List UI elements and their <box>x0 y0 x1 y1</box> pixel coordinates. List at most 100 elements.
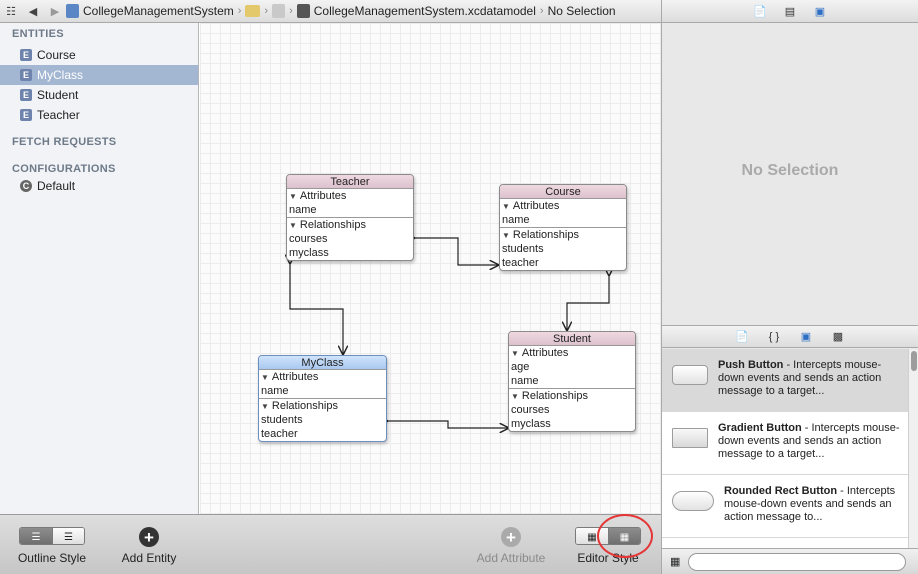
editor-bottom-toolbar: ☰ ☰ Outline Style + Add Entity + Add Att… <box>0 514 661 574</box>
add-attribute-button[interactable]: + <box>501 527 521 547</box>
entity-icon: E <box>20 69 32 81</box>
add-attribute-group: + Add Attribute <box>470 527 552 565</box>
breadcrumb-folder[interactable] <box>245 5 261 17</box>
relationship-row[interactable]: courses <box>289 233 328 245</box>
relationships-header[interactable]: Relationships <box>287 218 413 232</box>
attributes-header[interactable]: Attributes <box>259 370 386 384</box>
sidebar-item-student[interactable]: E Student <box>0 85 198 105</box>
outline-style-control[interactable]: ☰ ☰ <box>19 527 85 545</box>
relationship-row[interactable]: students <box>261 414 303 426</box>
object-library-icon[interactable]: ▣ <box>800 331 812 343</box>
library-item-text: Gradient Button - Intercepts mouse-down … <box>718 422 904 461</box>
attribute-row[interactable]: age <box>511 361 530 373</box>
sidebar-item-teacher[interactable]: E Teacher <box>0 105 198 125</box>
related-items-icon[interactable]: ☷ <box>6 5 16 18</box>
file-inspector-icon[interactable]: 📄 <box>753 5 767 18</box>
attribute-row[interactable]: name <box>289 204 317 216</box>
entity-teacher[interactable]: Teacher Attributes name Relationships co… <box>286 174 414 261</box>
add-attribute-label: Add Attribute <box>476 551 546 565</box>
outline-style-label: Outline Style <box>17 551 87 565</box>
chevron-right-icon: › <box>539 5 544 17</box>
library-item-text: Push Button - Intercepts mouse-down even… <box>718 359 904 398</box>
library-scrollbar[interactable] <box>908 349 918 548</box>
attribute-row[interactable]: name <box>261 385 289 397</box>
code-snippet-icon[interactable]: { } <box>768 330 780 343</box>
list-style-icon[interactable]: ☰ <box>20 528 52 544</box>
add-entity-label: Add Entity <box>121 551 177 565</box>
sidebar-item-myclass[interactable]: E MyClass <box>0 65 198 85</box>
library-item-description: - Intercepts mouse-down events and sends… <box>724 485 896 523</box>
list-item[interactable]: Rounded Rect Button - Intercepts mouse-d… <box>662 475 908 538</box>
chevron-right-icon: › <box>289 5 293 17</box>
sidebar-item-course[interactable]: E Course <box>0 45 198 65</box>
attributes-header[interactable]: Attributes <box>509 346 635 360</box>
list-item[interactable]: Gradient Button - Intercepts mouse-down … <box>662 412 908 475</box>
library-item-text: Rounded Rect Button - Intercepts mouse-d… <box>724 485 904 524</box>
attribute-row[interactable]: name <box>511 375 539 387</box>
connector-course-student <box>567 275 609 330</box>
library-item-name: Rounded Rect Button <box>724 485 838 497</box>
chevron-right-icon: › <box>237 5 242 17</box>
relationships-header[interactable]: Relationships <box>500 228 626 242</box>
connector-teacher-myclass <box>290 263 343 354</box>
configuration-icon: C <box>20 180 32 192</box>
entity-title: MyClass <box>259 356 386 370</box>
entity-course[interactable]: Course Attributes name Relationships stu… <box>499 184 627 271</box>
graph-style-icon[interactable]: ▦ <box>608 528 640 544</box>
entity-student[interactable]: Student Attributes age name Relationship… <box>508 331 636 432</box>
list-item[interactable]: Push Button - Intercepts mouse-down even… <box>662 349 908 412</box>
view-mode-grid-icon[interactable]: ▦ <box>670 556 681 568</box>
entity-myclass[interactable]: MyClass Attributes name Relationships st… <box>258 355 387 442</box>
breadcrumb-selection[interactable]: No Selection <box>547 4 616 18</box>
attributes-header[interactable]: Attributes <box>287 189 413 203</box>
no-selection-text: No Selection <box>741 162 839 179</box>
library-item-name: Gradient Button <box>718 422 802 434</box>
relationship-row[interactable]: myclass <box>289 247 329 259</box>
model-bundle-icon <box>272 4 286 18</box>
relationship-row[interactable]: myclass <box>511 418 551 430</box>
relationship-row[interactable]: students <box>502 243 544 255</box>
library-item-description: - Intercepts mouse-down events and sends… <box>718 422 900 460</box>
library-filter-field[interactable] <box>688 552 907 571</box>
entity-icon: E <box>20 89 32 101</box>
breadcrumb-model-bundle[interactable] <box>272 4 286 18</box>
editor-style-group: ▦ ▦ Editor Style <box>572 527 644 565</box>
diagram-canvas[interactable]: Teacher Attributes name Relationships co… <box>200 23 661 514</box>
editor-style-control[interactable]: ▦ ▦ <box>575 527 641 545</box>
relationships-header[interactable]: Relationships <box>259 399 386 413</box>
breadcrumb-project[interactable]: CollegeManagementSystem <box>66 4 234 18</box>
entity-sidebar: ENTITIES E Course E MyClass E Student E … <box>0 23 199 514</box>
file-template-icon[interactable]: 📄 <box>735 331 749 343</box>
attributes-header[interactable]: Attributes <box>500 199 626 213</box>
chevron-right-icon: › <box>264 5 269 17</box>
quick-help-icon[interactable]: ▤ <box>784 5 796 18</box>
back-arrow-icon[interactable]: ◀ <box>28 5 38 18</box>
relationship-row[interactable]: teacher <box>261 428 298 440</box>
attribute-row[interactable]: name <box>502 214 530 226</box>
data-model-inspector-icon[interactable]: ▣ <box>814 5 826 18</box>
relationship-row[interactable]: courses <box>511 404 550 416</box>
add-entity-button[interactable]: + <box>139 527 159 547</box>
entity-title: Teacher <box>287 175 413 189</box>
sidebar-item-default[interactable]: C Default <box>0 176 198 196</box>
scrollbar-thumb[interactable] <box>911 351 917 371</box>
library-list[interactable]: Push Button - Intercepts mouse-down even… <box>662 349 908 548</box>
entity-icon: E <box>20 49 32 61</box>
entity-title: Student <box>509 332 635 346</box>
table-style-icon[interactable]: ▦ <box>576 528 608 544</box>
forward-arrow-icon[interactable]: ▶ <box>50 5 60 18</box>
library-item-description: - Intercepts mouse-down events and sends… <box>718 359 882 397</box>
connector-myclass-student <box>387 421 508 428</box>
connector-teacher-course <box>414 238 498 265</box>
inspector-pane: 📄 ▤ ▣ No Selection <box>661 0 918 325</box>
relationships-header[interactable]: Relationships <box>509 389 635 403</box>
hierarchy-style-icon[interactable]: ☰ <box>52 528 84 544</box>
library-item-name: Push Button <box>718 359 784 371</box>
entities-header: ENTITIES <box>12 28 64 40</box>
add-entity-group: + Add Entity <box>112 527 186 565</box>
relationship-row[interactable]: teacher <box>502 257 539 269</box>
media-library-icon[interactable]: ▩ <box>832 331 844 343</box>
editor-style-label: Editor Style <box>577 551 639 565</box>
relationship-connectors <box>200 23 661 514</box>
breadcrumb-model-file[interactable]: CollegeManagementSystem.xcdatamodel <box>296 4 536 18</box>
